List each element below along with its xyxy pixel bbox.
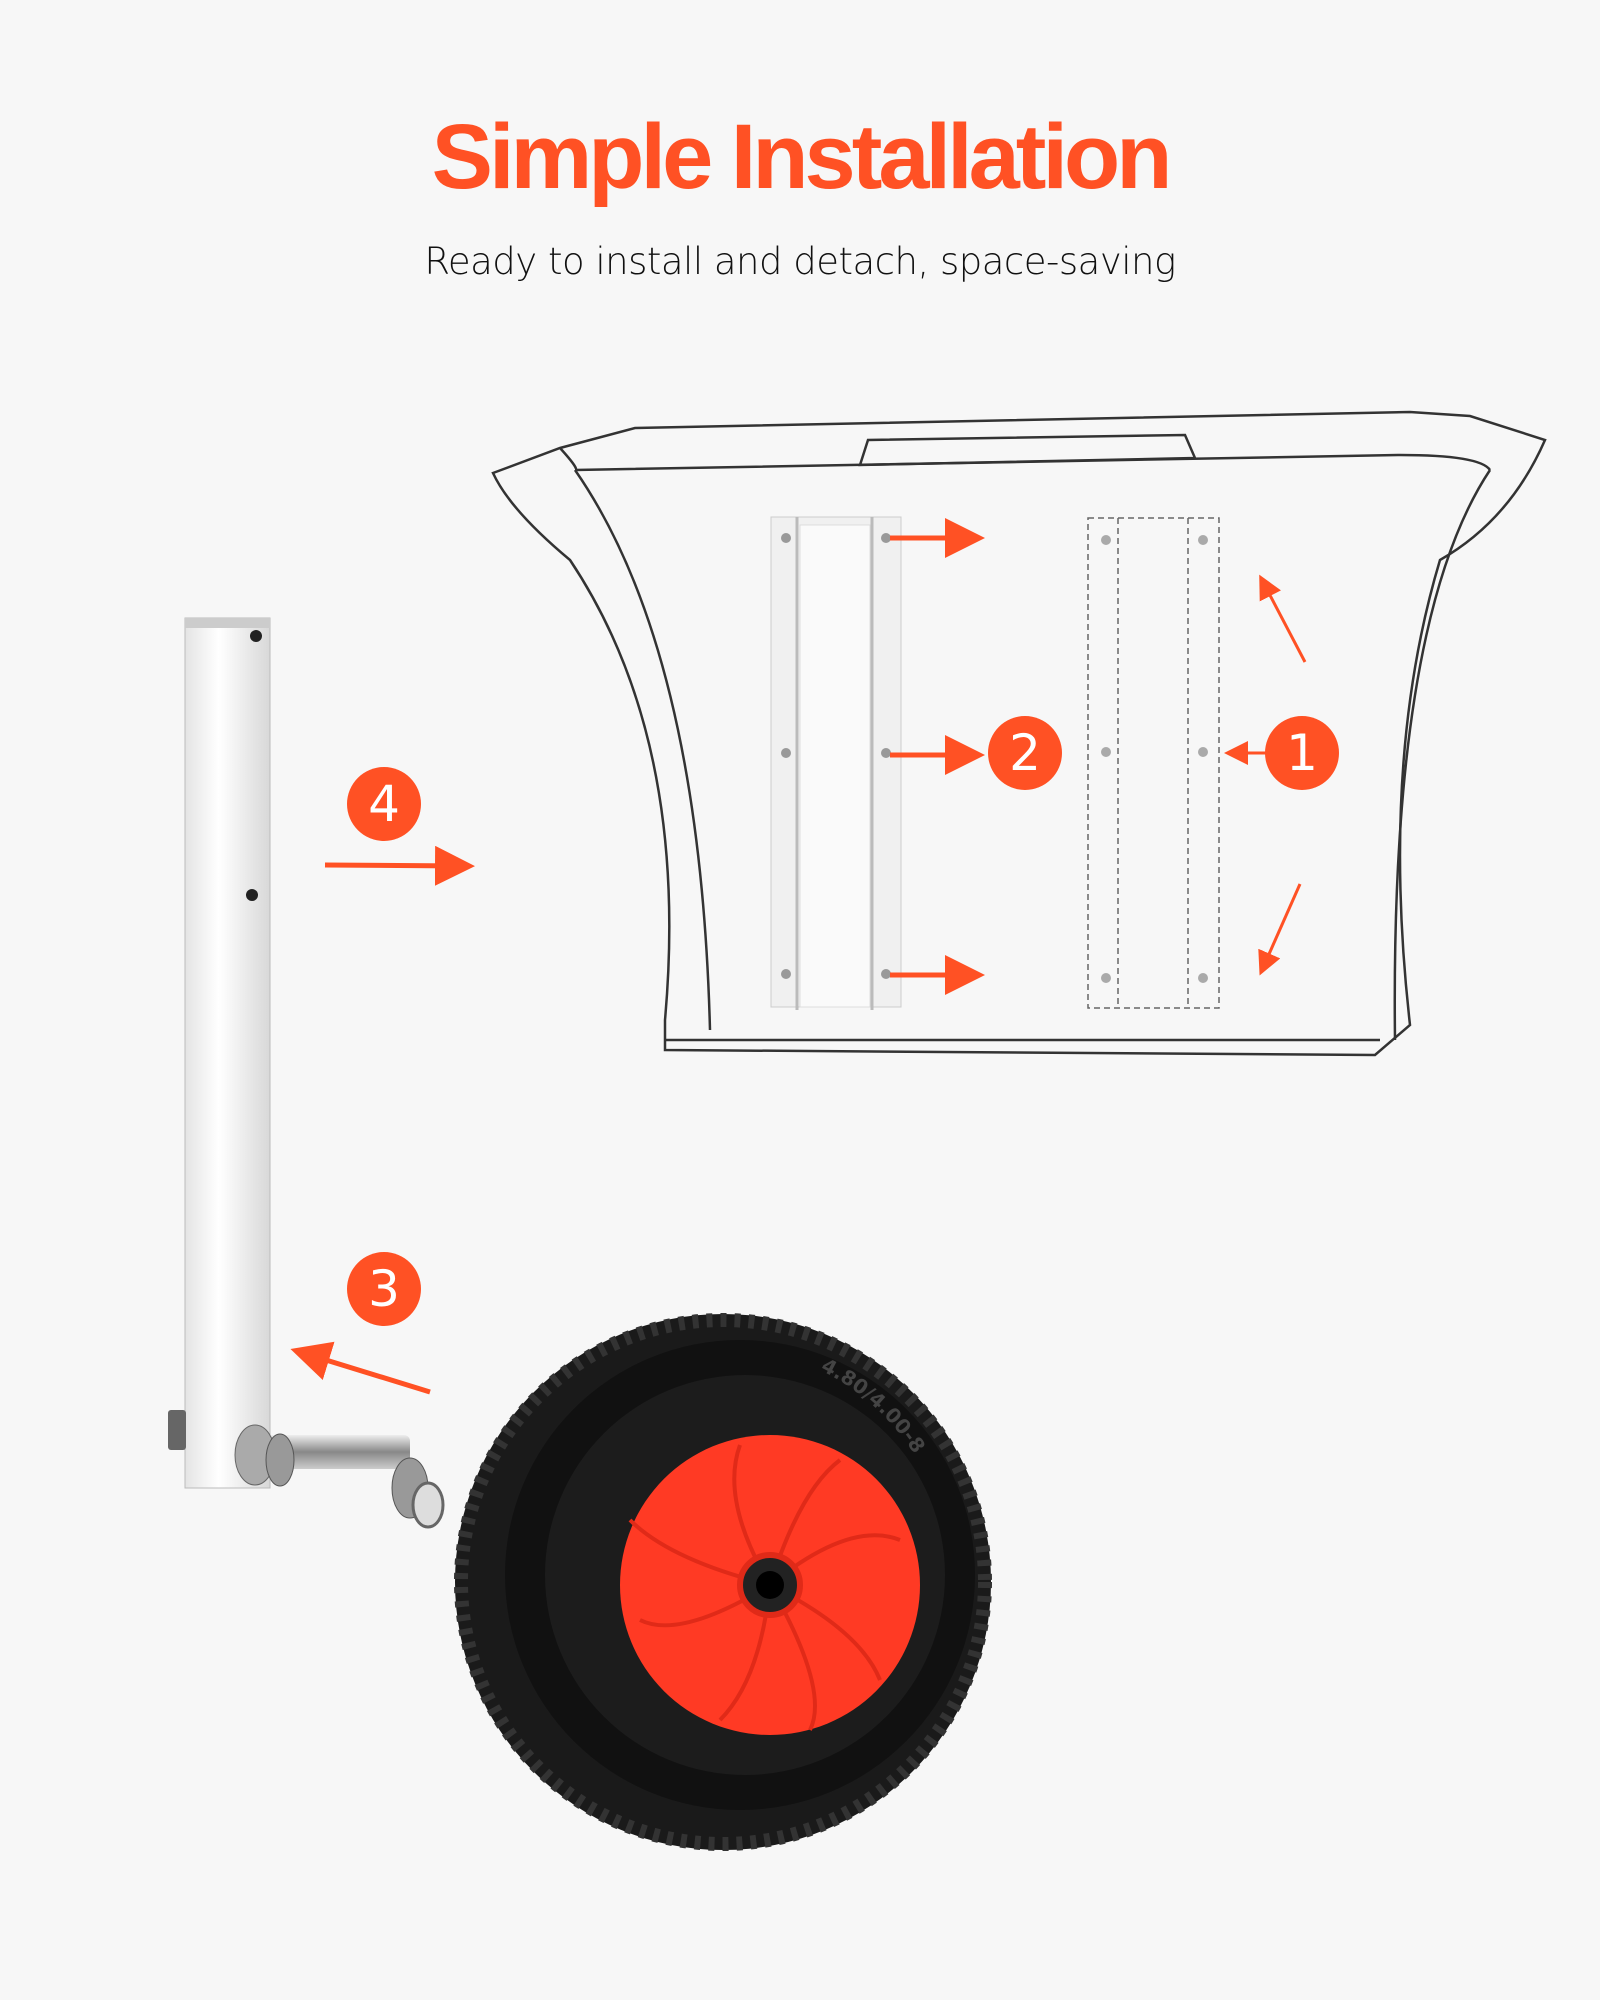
step-badge-2: 2 <box>988 716 1062 790</box>
axle-bolt <box>234 1424 445 1529</box>
step-badge-4: 4 <box>347 767 421 841</box>
arrow-drill-up <box>1259 574 1307 663</box>
mounting-bracket <box>770 516 902 1010</box>
wheel-pole <box>168 617 271 1489</box>
wheel: 4.80/4.00-8 <box>454 1313 992 1851</box>
svg-text:1: 1 <box>1286 724 1318 782</box>
svg-text:2: 2 <box>1009 724 1041 782</box>
svg-text:3: 3 <box>368 1260 400 1318</box>
arrow-axle <box>290 1341 431 1395</box>
page-title: Simple Installation <box>431 106 1173 208</box>
svg-text:4: 4 <box>368 775 400 833</box>
arrow-pole <box>324 845 475 886</box>
drill-hole-template <box>1087 517 1220 1009</box>
direction-arrows <box>290 518 1307 1395</box>
step-badge-3: 3 <box>347 1252 421 1326</box>
step-badge-1: 1 <box>1265 716 1339 790</box>
boat-transom-outline <box>491 410 1547 1057</box>
page-subtitle: Ready to install and detach, space-savin… <box>424 240 1176 283</box>
arrow-drill-down <box>1258 883 1302 976</box>
